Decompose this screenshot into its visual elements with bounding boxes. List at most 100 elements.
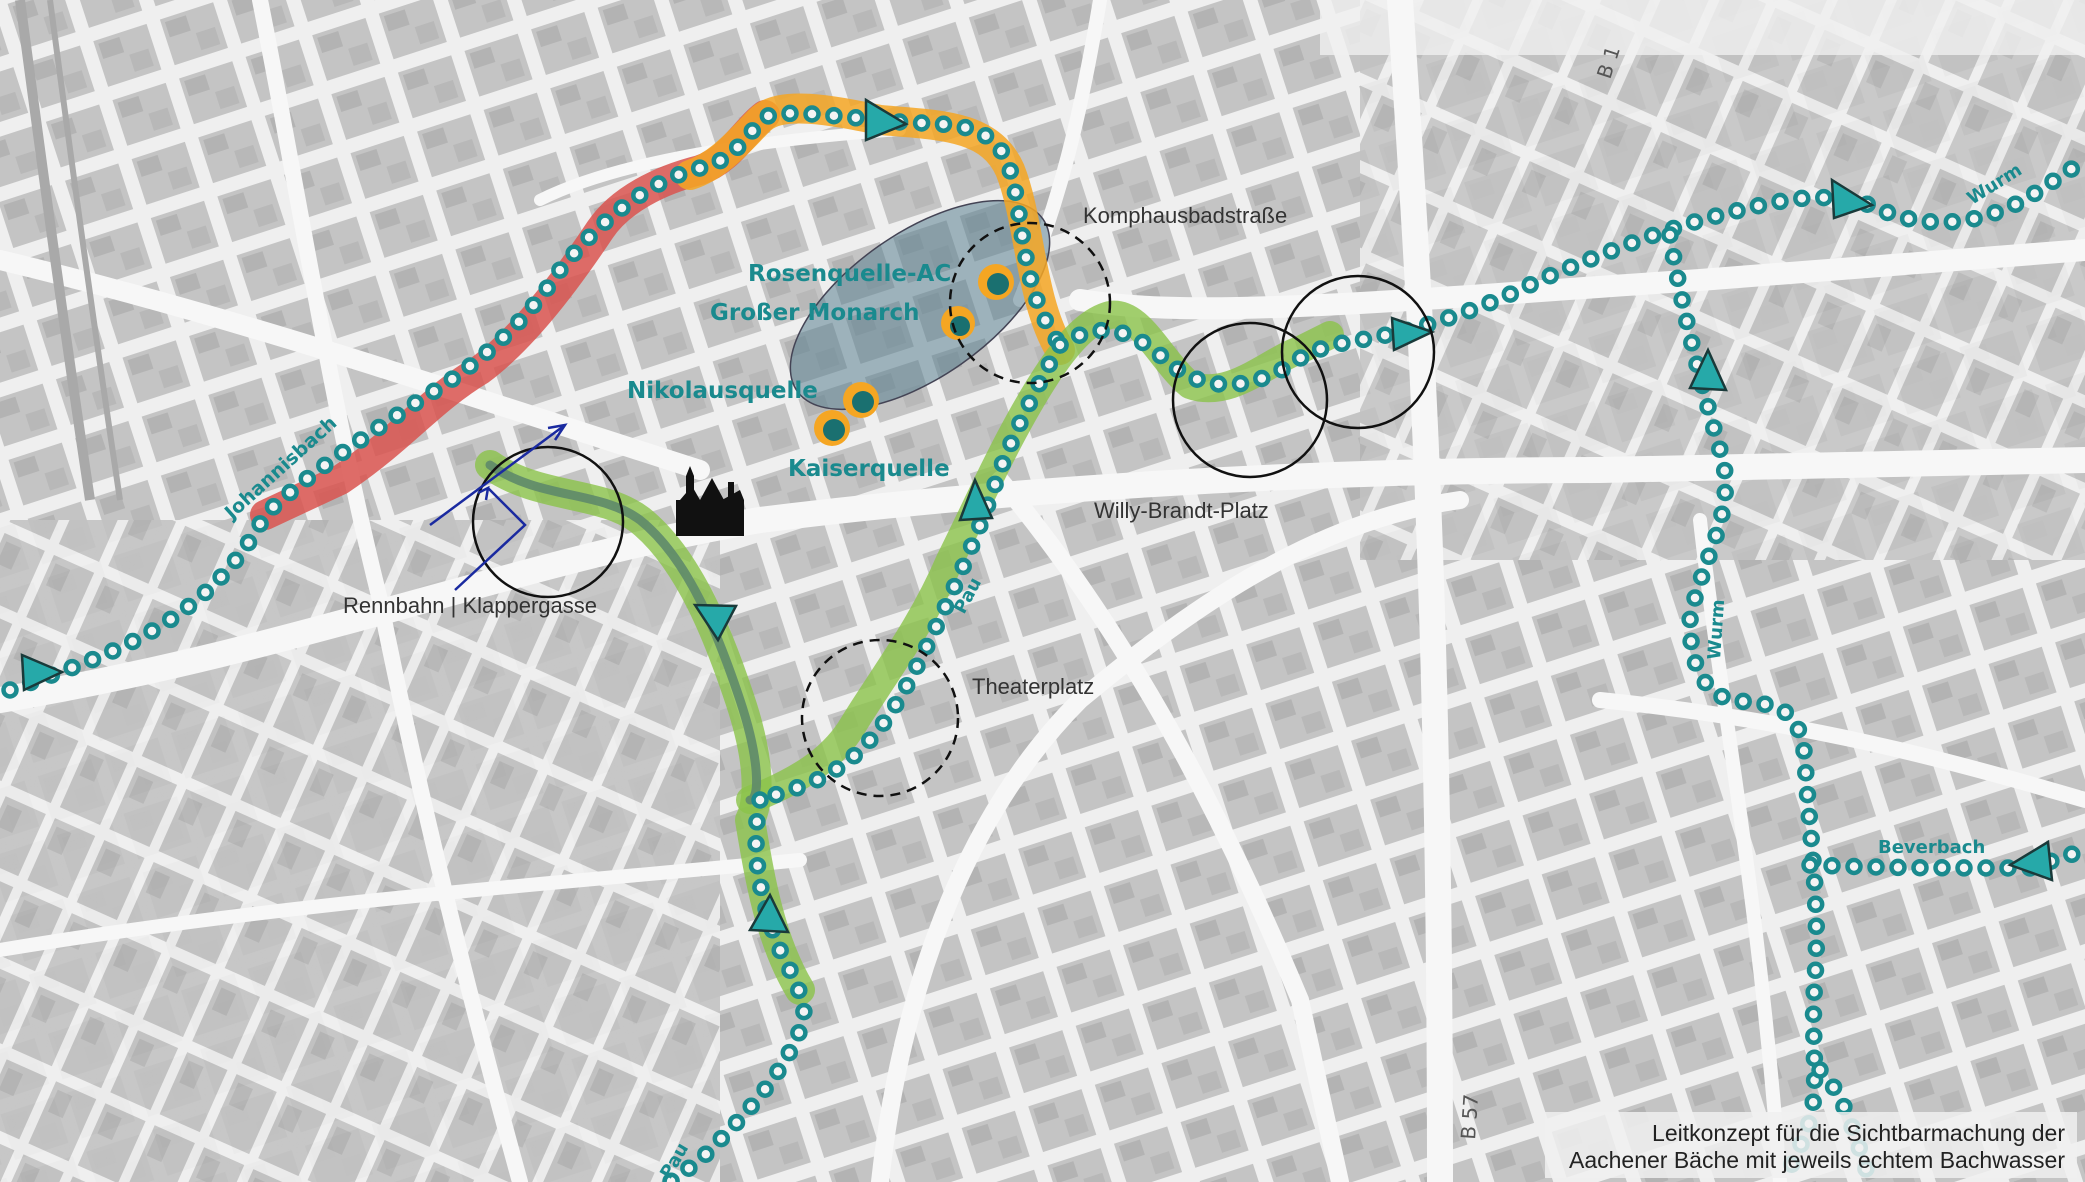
stream-dot bbox=[1728, 202, 1746, 220]
stream-dot bbox=[1521, 276, 1539, 294]
stream-dot bbox=[524, 296, 543, 315]
map-caption: Leitkonzept für die Sichtbarmachung der … bbox=[1544, 1112, 2077, 1178]
stream-dot bbox=[945, 577, 964, 596]
stream-dot bbox=[1231, 374, 1250, 393]
stream-dot bbox=[1845, 857, 1863, 876]
flow-arrow-icon bbox=[1830, 177, 1875, 220]
stream-dot bbox=[936, 597, 955, 616]
stream-dot bbox=[1151, 346, 1170, 365]
stream-dot bbox=[1051, 336, 1069, 354]
pau-culvert bbox=[485, 460, 761, 805]
stream-dot bbox=[1209, 375, 1228, 393]
stream-dot bbox=[912, 114, 931, 132]
stream-dot bbox=[1867, 858, 1885, 876]
stream-dot bbox=[1036, 311, 1055, 330]
stream-dot bbox=[1668, 269, 1687, 288]
stream-dot bbox=[2006, 195, 2025, 213]
stream-dot bbox=[333, 443, 352, 462]
place-circles bbox=[471, 221, 1436, 798]
stream-dot bbox=[1011, 414, 1029, 433]
stream-dot bbox=[748, 856, 767, 875]
stream-dot bbox=[767, 785, 785, 804]
stream-dot bbox=[976, 127, 995, 145]
stream-dot bbox=[1878, 203, 1897, 222]
caption-line-2: Aachener Bäche mit jeweils echtem Bachwa… bbox=[1568, 1147, 2065, 1173]
stream-dot bbox=[1311, 340, 1330, 358]
stream-dot bbox=[264, 498, 283, 516]
circle-rennbahn bbox=[471, 445, 625, 599]
stream-dot bbox=[1933, 859, 1951, 877]
road-label-b57: B 57 bbox=[1456, 1093, 1483, 1140]
stream-dot bbox=[956, 118, 975, 137]
stream-dot bbox=[1798, 785, 1817, 804]
stream-dot bbox=[83, 650, 102, 669]
label-willy-brandt-platz: Willy-Brandt-Platz bbox=[1094, 498, 1269, 523]
stream-dot bbox=[1749, 196, 1768, 215]
label-beverbach: Beverbach bbox=[1878, 837, 1985, 858]
stream-dot bbox=[927, 617, 945, 636]
stream-dot bbox=[1943, 213, 1962, 231]
stream-dot bbox=[743, 122, 762, 140]
annotation-arrows bbox=[429, 423, 568, 591]
stream-dot bbox=[1070, 326, 1089, 344]
stream-dot bbox=[1002, 434, 1020, 453]
stream-dot bbox=[861, 731, 879, 749]
stream-dot bbox=[825, 106, 843, 125]
stream-dot bbox=[874, 714, 893, 732]
stream-dot bbox=[388, 406, 406, 425]
stream-dot bbox=[1501, 285, 1520, 303]
stream-dot bbox=[281, 483, 299, 502]
stream-dot bbox=[728, 138, 747, 157]
stream-dot bbox=[1806, 895, 1825, 914]
stream-dot bbox=[908, 657, 926, 675]
circle-theaterplatz bbox=[800, 638, 960, 798]
stream-dot bbox=[179, 597, 198, 616]
stream-dot bbox=[1, 681, 19, 699]
stream-dot bbox=[780, 1043, 799, 1062]
stream-dot bbox=[1921, 213, 1940, 231]
stream-dot bbox=[1707, 526, 1725, 545]
stream-dot bbox=[1692, 568, 1711, 586]
stream-dot bbox=[781, 104, 799, 123]
stream-dot bbox=[1805, 1027, 1823, 1045]
spring-zone bbox=[789, 199, 1051, 411]
stream-dot bbox=[934, 115, 953, 134]
stream-dot bbox=[748, 813, 766, 831]
cathedral-icon bbox=[676, 466, 744, 536]
flow-arrow-icon bbox=[747, 892, 791, 934]
stream-dot bbox=[1681, 610, 1699, 629]
stream-dot bbox=[781, 961, 799, 979]
label-wurm-mid: Wurm bbox=[1704, 599, 1729, 661]
stream-dot bbox=[613, 199, 631, 217]
stream-dot bbox=[1021, 270, 1040, 288]
stream-dot bbox=[226, 551, 245, 570]
stream-dot bbox=[803, 105, 821, 123]
stream-dot bbox=[1756, 695, 1774, 713]
flow-arrow-icon bbox=[2007, 839, 2054, 882]
stream-dot bbox=[1705, 419, 1723, 437]
stream-dot bbox=[649, 175, 668, 193]
stream-dot bbox=[747, 834, 765, 853]
stream-dot bbox=[1807, 917, 1826, 936]
stream-dot bbox=[1686, 654, 1705, 672]
stream-dot bbox=[1541, 266, 1559, 285]
stream-dot bbox=[370, 418, 388, 437]
stream-dot bbox=[742, 1097, 760, 1116]
stream-dot bbox=[1771, 192, 1789, 211]
caption-line-1: Leitkonzept für die Sichtbarmachung der bbox=[1652, 1120, 2065, 1146]
stream-dot bbox=[1911, 858, 1929, 877]
stream-dot bbox=[711, 151, 730, 170]
stream-dot bbox=[1713, 505, 1731, 524]
stream-dot bbox=[1899, 209, 1918, 228]
stream-dot bbox=[2063, 845, 2081, 864]
stream-dot bbox=[1683, 334, 1701, 352]
stream-dot bbox=[161, 610, 180, 629]
stream-dot bbox=[662, 1172, 680, 1182]
stream-dot bbox=[1776, 703, 1795, 722]
stream-dot bbox=[954, 557, 972, 576]
stream-dot bbox=[1977, 859, 1995, 877]
stream-dot bbox=[808, 770, 827, 789]
stream-dot bbox=[1013, 227, 1032, 245]
stream-dot bbox=[1793, 189, 1811, 208]
